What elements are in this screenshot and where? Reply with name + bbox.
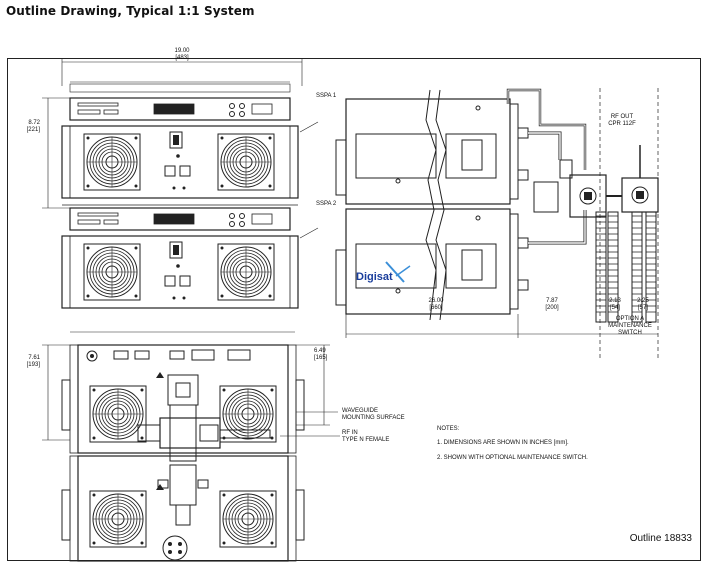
dim-height-rear-mm: [193] — [27, 362, 41, 368]
dim-switch-2: 2.25 — [637, 298, 649, 304]
dim-width-top-mm: [483] — [175, 55, 189, 61]
dim-height-rear: 7.61 — [28, 355, 40, 361]
dim-height-front: 8.72 — [28, 120, 40, 126]
label-rf-out: RF OUT — [611, 114, 634, 120]
note-2: 2. SHOWN WITH OPTIONAL MAINTENANCE SWITC… — [437, 455, 588, 461]
label-sspa1: SSPA 1 — [316, 93, 337, 99]
dim-switch-1: 2.13 — [609, 298, 621, 304]
notes-heading: NOTES: — [437, 426, 460, 432]
side-view — [335, 88, 659, 358]
rear-view — [61, 344, 305, 562]
note-1: 1. DIMENSIONS ARE SHOWN IN INCHES [mm]. — [437, 440, 569, 446]
label-option-a: OPTION A — [616, 316, 644, 322]
sspa1-front-unit — [62, 98, 298, 198]
label-mounting-surface: MOUNTING SURFACE — [342, 415, 405, 421]
label-sspa2: SSPA 2 — [316, 201, 337, 207]
label-switch: SWITCH — [618, 330, 642, 336]
dim-depth-rear: 6.49 — [314, 348, 326, 354]
dim-depth-side: 7.87 — [546, 298, 558, 304]
dim-switch-2-mm: [57] — [638, 305, 648, 311]
dim-depth-main-mm: [660] — [429, 305, 443, 311]
dim-depth-side-mm: [200] — [545, 305, 559, 311]
label-waveguide: WAVEGUIDE — [342, 408, 378, 414]
drawing-frame — [7, 58, 701, 561]
page-title: Outline Drawing, Typical 1:1 System — [6, 4, 255, 18]
label-rf-in: RF IN — [342, 430, 358, 436]
logo-text: Digisat — [356, 271, 393, 283]
sspa2-front-unit — [62, 208, 298, 308]
dim-height-front-mm: [221] — [27, 127, 41, 133]
dim-depth-rear-mm: [165] — [314, 355, 328, 361]
dim-width-top: 19.00 — [174, 48, 190, 54]
label-rf-out-type: CPR 112F — [608, 121, 636, 127]
dim-depth-main: 26.00 — [428, 298, 444, 304]
digisat-logo: Digisat — [356, 261, 411, 283]
label-maintenance: MAINTENANCE — [608, 323, 652, 329]
outline-number: Outline 18833 — [630, 533, 693, 544]
dim-switch-1-mm: [54] — [610, 305, 620, 311]
label-rf-in-type: TYPE N FEMALE — [342, 437, 389, 443]
